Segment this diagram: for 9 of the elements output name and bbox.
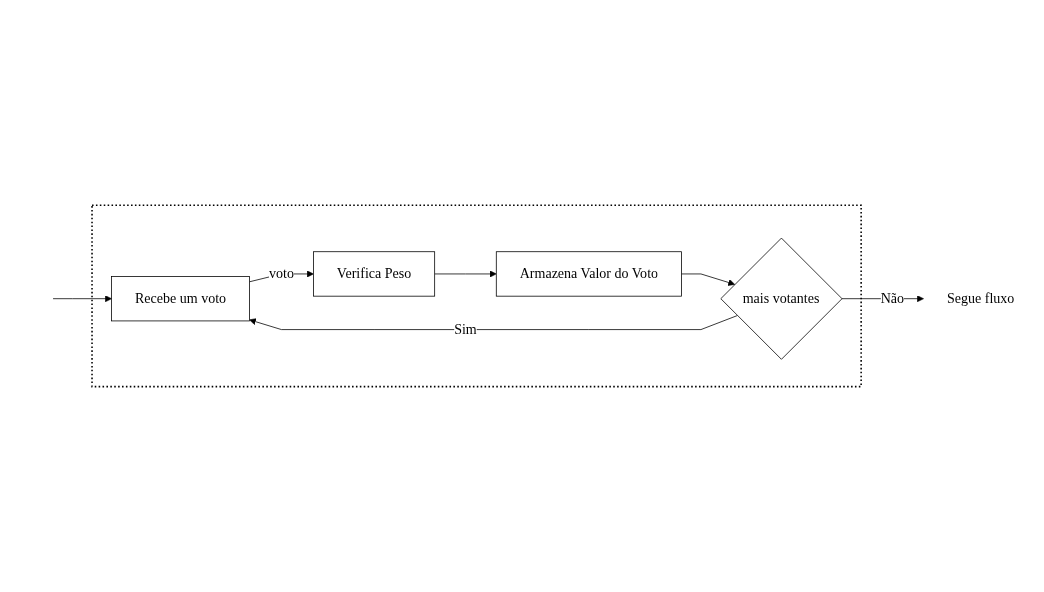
edge-label: Não	[880, 290, 905, 307]
node-text: Segue fluxo	[946, 290, 1015, 307]
node-box: Recebe um voto	[111, 276, 250, 322]
edge-label: voto	[269, 265, 294, 282]
node-box: Verifica Peso	[313, 251, 436, 297]
node-diamond: mais votantes	[720, 237, 843, 360]
edge-label: Sim	[454, 321, 477, 338]
node-box: Armazena Valor do Voto	[495, 251, 682, 297]
cluster	[91, 204, 862, 388]
